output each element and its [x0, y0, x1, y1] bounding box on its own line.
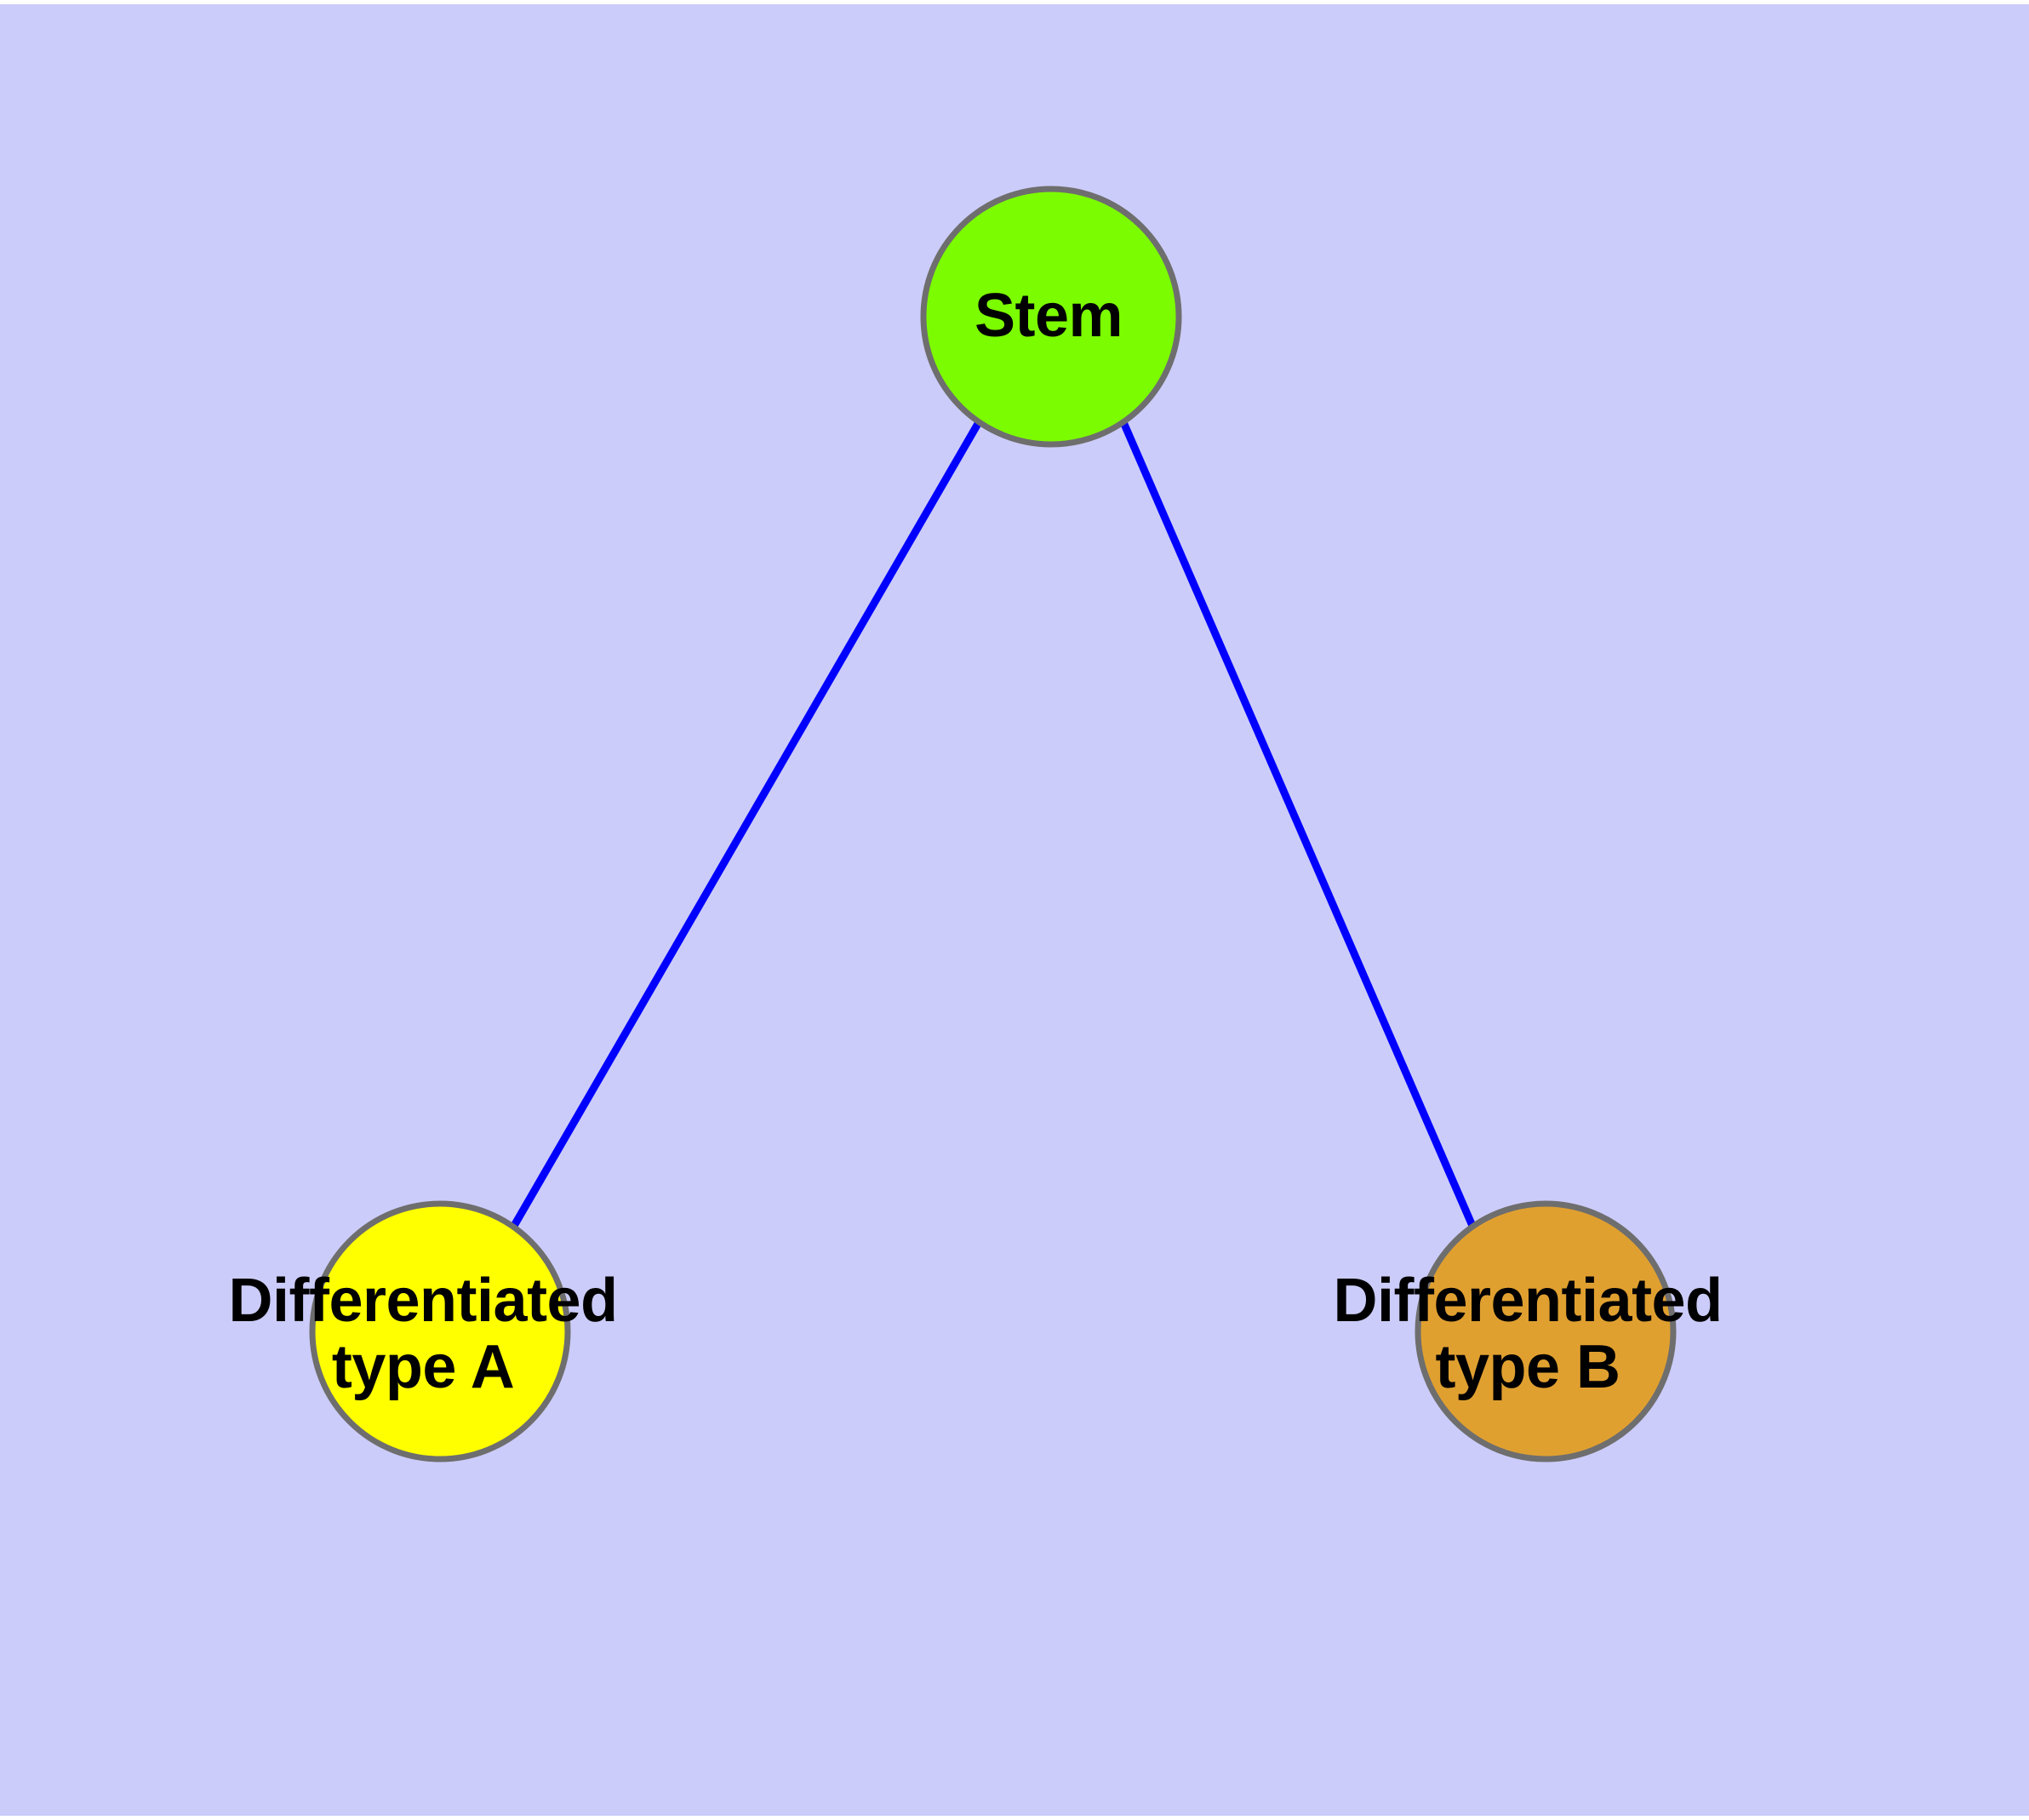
- graph-node-diff-a[interactable]: [309, 1200, 571, 1462]
- graph-node-diff-b[interactable]: [1415, 1200, 1677, 1462]
- graph-edge-stem-to-diff-a[interactable]: [511, 420, 982, 1228]
- graph-node-stem[interactable]: [920, 186, 1182, 448]
- edges-group: [511, 420, 1477, 1228]
- nodes-group: [309, 186, 1677, 1462]
- graph-edge-stem-to-diff-b[interactable]: [1119, 421, 1477, 1228]
